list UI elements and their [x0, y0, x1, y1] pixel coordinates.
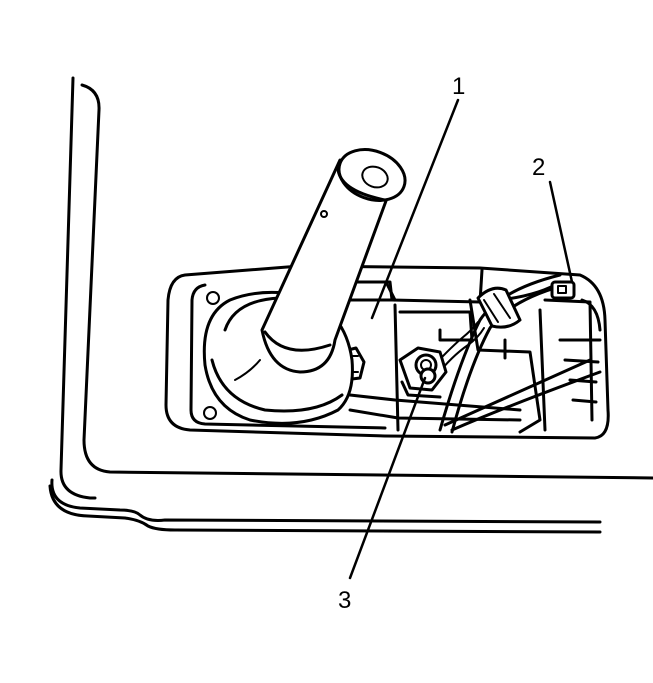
switch-assembly [398, 346, 448, 399]
leader-line-3 [348, 376, 427, 580]
electrical-connector [550, 280, 576, 300]
lever-end-cap [337, 148, 407, 202]
leader-line-1 [370, 98, 460, 320]
harness-clip [476, 286, 522, 329]
mount-hole-upper-left [206, 291, 220, 305]
mount-hole-lower-left [203, 406, 217, 420]
callout-1: 1 [452, 73, 465, 100]
callout-2: 2 [532, 154, 545, 181]
shift-lever [234, 148, 407, 381]
floor-panel-outline [48, 76, 653, 534]
console-bezel [164, 264, 610, 440]
leader-line-2 [548, 180, 574, 284]
wire-harness [429, 273, 602, 434]
callout-3: 3 [338, 587, 351, 614]
leader-lines [348, 98, 574, 580]
